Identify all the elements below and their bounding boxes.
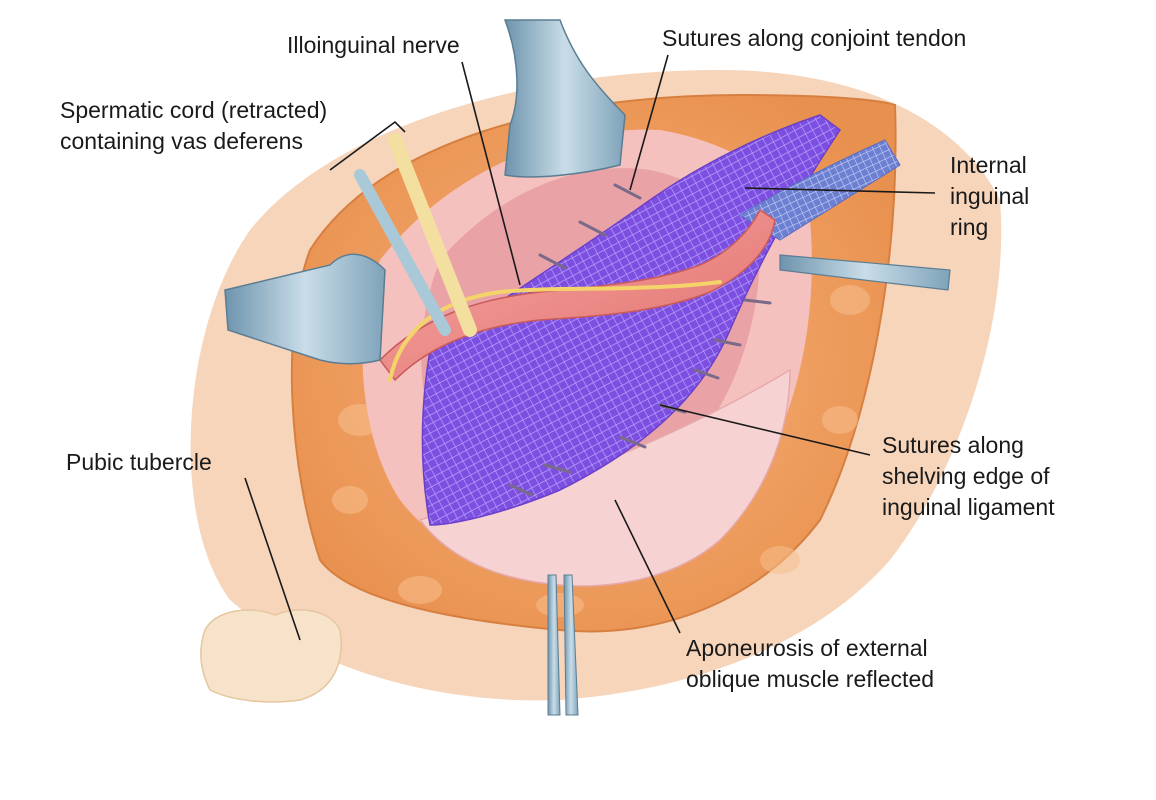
- label-ilioinguinal-nerve: Illoinguinal nerve: [287, 32, 460, 58]
- label-sutures-conjoint-tendon: Sutures along conjoint tendon: [662, 25, 967, 51]
- leader-ilioinguinal: [461, 61, 521, 286]
- leader-aponeurosis: [614, 499, 681, 634]
- sutures-conjoint-tendon: [538, 183, 642, 270]
- label-spermatic-cord: Spermatic cord (retracted) containing va…: [60, 97, 328, 154]
- retractor-top: [503, 19, 626, 178]
- leader-spermatic-bracket: [329, 120, 406, 171]
- pubic-tubercle-bone: [200, 609, 342, 703]
- label-internal-inguinal-ring: Internal inguinal ring: [950, 152, 1030, 240]
- label-aponeurosis: Aponeurosis of external oblique muscle r…: [686, 635, 935, 692]
- forceps-right: [779, 254, 951, 291]
- label-pubic-tubercle: Pubic tubercle: [66, 449, 212, 475]
- mesh-main: [421, 114, 842, 526]
- forceps-bottom-2: [563, 574, 579, 716]
- retractor-left: [224, 253, 386, 365]
- sutures-shelving-edge: [508, 298, 772, 497]
- spermatic-cord: [379, 208, 776, 382]
- forceps-bottom: [547, 574, 561, 716]
- leader-conjoint: [629, 54, 669, 191]
- leader-pubic: [244, 477, 301, 641]
- leader-internal-ring: [744, 187, 936, 194]
- cord-strand: [354, 169, 451, 336]
- leader-lines: [244, 54, 936, 641]
- leader-shelving: [659, 404, 871, 456]
- vas-deferens-strand: [388, 133, 477, 337]
- ilioinguinal-nerve-line: [388, 280, 722, 382]
- label-sutures-shelving-edge: Sutures along shelving edge of inguinal …: [882, 432, 1055, 520]
